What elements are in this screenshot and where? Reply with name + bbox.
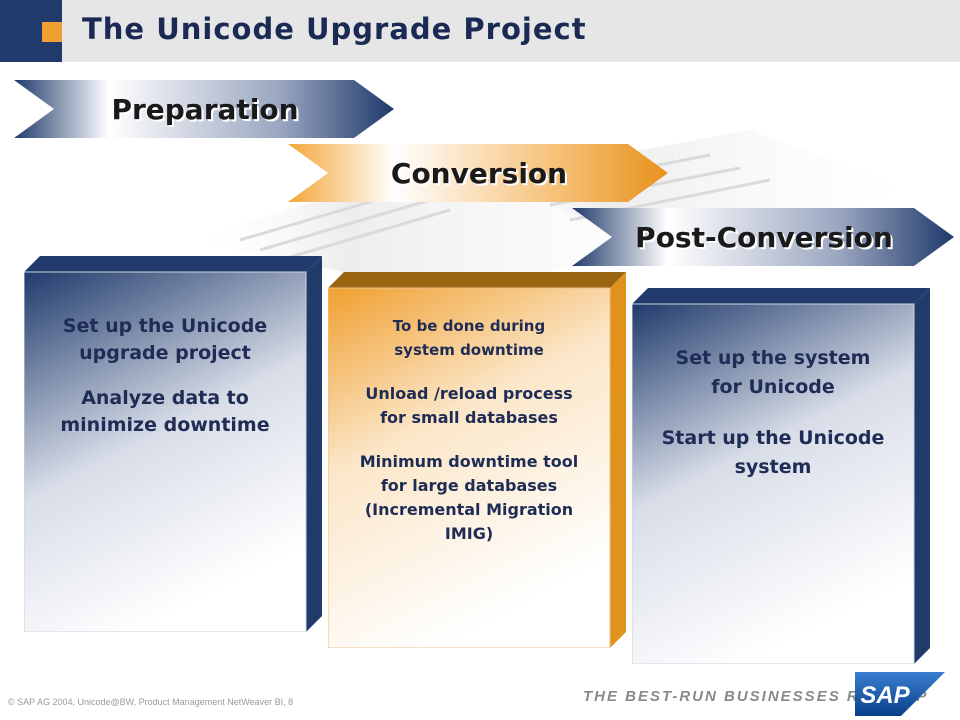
phase-label: Conversion (390, 156, 568, 190)
post-conversion-panel: Set up the system for Unicode Start up t… (632, 288, 930, 664)
footer-tagline: THE BEST-RUN BUSINESSES RUN SAP (583, 688, 929, 705)
panel-line: To be done during (392, 317, 546, 335)
panel-line: Unload /reload process (365, 384, 573, 403)
panel-line: Start up the Unicode (661, 427, 885, 449)
panel-line: IMIG) (444, 524, 494, 543)
panel-box-shape (24, 256, 322, 632)
panel-line: upgrade project (79, 342, 251, 364)
phase-arrow-post-conversion: Post-Conversion (572, 208, 956, 266)
panel-line: system (734, 456, 812, 478)
slide-header: The Unicode Upgrade Project (0, 0, 960, 62)
phase-arrow-conversion: Conversion (288, 144, 670, 202)
panel-line: for small databases (380, 408, 558, 427)
panel-line: Set up the Unicode (62, 315, 268, 337)
panel-line: Analyze data to (81, 387, 249, 409)
panel-line: minimize downtime (60, 414, 270, 436)
panel-line: Set up the system (675, 347, 871, 369)
sap-logo-icon: SAP (855, 672, 945, 716)
preparation-panel: Set up the Unicode upgrade project Analy… (24, 256, 322, 632)
panel-box-shape (328, 272, 626, 648)
footer-copyright: © SAP AG 2004, Unicode@BW, Product Manag… (8, 697, 294, 707)
panel-box-shape (632, 288, 930, 664)
phase-arrow-preparation: Preparation (14, 80, 396, 138)
conversion-panel: To be done during system downtime Unload… (328, 272, 626, 648)
preparation-text: Set up the Unicode upgrade project Analy… (24, 313, 306, 439)
arrow-shape-icon (288, 144, 668, 202)
header-orange-square (42, 22, 62, 42)
panel-line: system downtime (394, 341, 544, 359)
slide-title: The Unicode Upgrade Project (82, 12, 587, 46)
conversion-text: To be done during system downtime Unload… (328, 314, 610, 546)
arrow-shape-icon (572, 208, 954, 266)
panel-line: for Unicode (711, 376, 835, 398)
post-conversion-text: Set up the system for Unicode Start up t… (632, 344, 914, 482)
arrow-shape-icon (14, 80, 394, 138)
phase-label: Preparation (111, 92, 299, 126)
sap-logo-text: SAP (860, 682, 910, 709)
panel-line: for large databases (380, 476, 558, 495)
panel-line: Minimum downtime tool (359, 452, 579, 471)
phase-label: Post-Conversion (635, 220, 893, 254)
panel-line: (Incremental Migration (364, 500, 574, 519)
